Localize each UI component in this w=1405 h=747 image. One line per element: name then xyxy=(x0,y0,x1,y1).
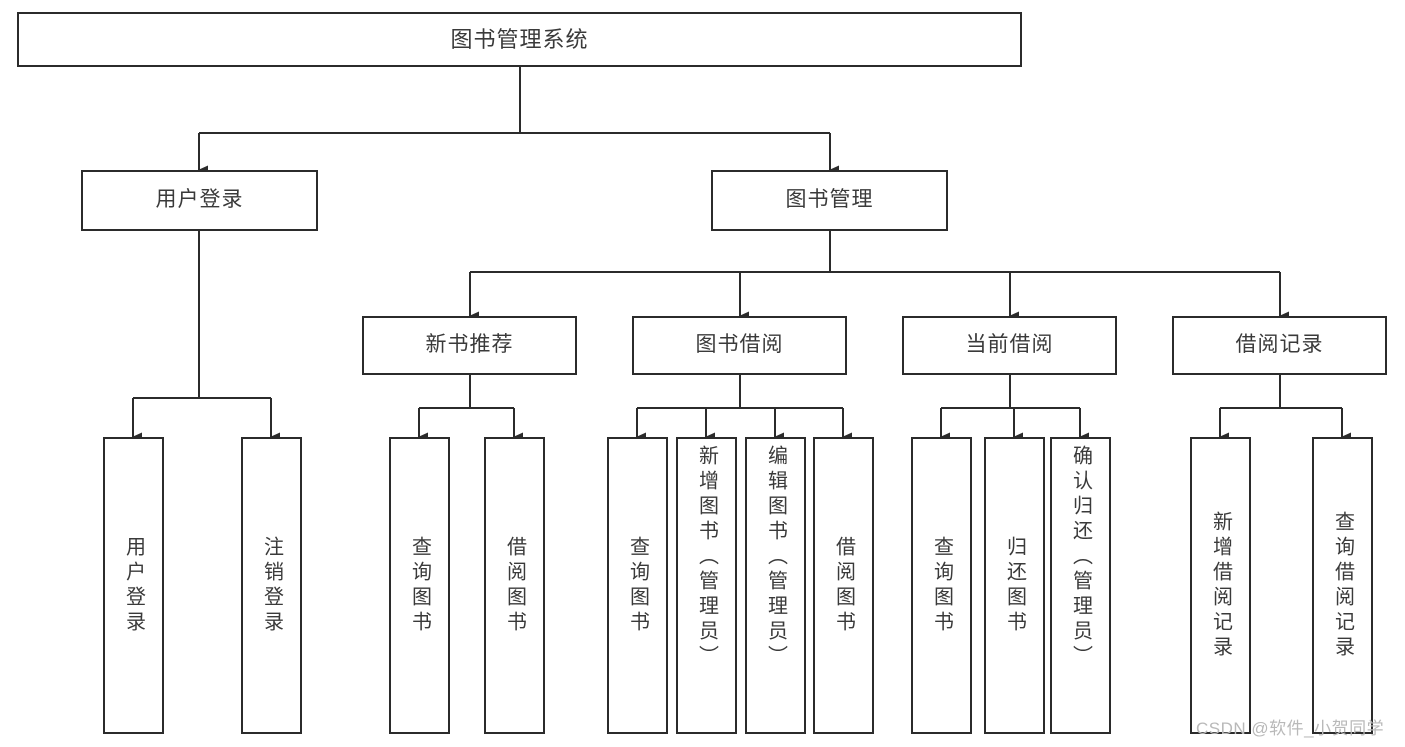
node-leaf-logout-login[interactable]: 注销登录 xyxy=(241,437,302,734)
node-label-leaf-borrow-book-recommend: 借阅图书 xyxy=(503,535,526,636)
node-leaf-borrow-book-recommend[interactable]: 借阅图书 xyxy=(484,437,545,734)
node-label-borrow-records: 借阅记录 xyxy=(1235,333,1324,357)
node-user-login[interactable]: 用户登录 xyxy=(81,170,318,231)
connector-userlogin-to-leaves xyxy=(131,231,280,442)
node-leaf-return-book[interactable]: 归还图书 xyxy=(984,437,1045,734)
node-leaf-query-book[interactable]: 查询图书 xyxy=(607,437,668,734)
node-label-leaf-query-borrow-record: 查询借阅记录 xyxy=(1331,510,1354,661)
node-label-leaf-query-book-current: 查询图书 xyxy=(930,535,953,636)
connector-recommend-to-leaves xyxy=(417,375,523,442)
node-label-leaf-edit-book-admin: 编辑图书（管理员） xyxy=(764,445,787,670)
node-label-book-management: 图书管理 xyxy=(785,188,874,212)
node-label-leaf-borrow-book: 借阅图书 xyxy=(832,535,855,636)
node-book-borrow[interactable]: 图书借阅 xyxy=(632,316,847,375)
node-label-book-borrow: 图书借阅 xyxy=(695,333,784,357)
node-label-leaf-add-book-admin: 新增图书（管理员） xyxy=(695,445,718,670)
node-label-user-login: 用户登录 xyxy=(155,188,244,212)
node-leaf-query-book-current[interactable]: 查询图书 xyxy=(911,437,972,734)
node-leaf-user-login[interactable]: 用户登录 xyxy=(103,437,164,734)
node-label-leaf-logout-login: 注销登录 xyxy=(260,535,283,636)
node-label-current-borrow: 当前借阅 xyxy=(965,333,1054,357)
connector-current-to-leaves xyxy=(939,375,1089,442)
node-root[interactable]: 图书管理系统 xyxy=(17,12,1022,67)
node-label-leaf-return-book: 归还图书 xyxy=(1003,535,1026,636)
node-label-new-book-recommend: 新书推荐 xyxy=(425,333,514,357)
node-new-book-recommend[interactable]: 新书推荐 xyxy=(362,316,577,375)
connector-lines xyxy=(131,67,1351,442)
node-book-management[interactable]: 图书管理 xyxy=(711,170,948,231)
node-label-leaf-add-borrow-record: 新增借阅记录 xyxy=(1209,510,1232,661)
node-label-leaf-confirm-return-admin: 确认归还（管理员） xyxy=(1069,445,1092,670)
csdn-watermark: CSDN @软件_小贺同学 xyxy=(1196,719,1385,738)
node-leaf-query-book-recommend[interactable]: 查询图书 xyxy=(389,437,450,734)
connector-records-to-leaves xyxy=(1218,375,1351,442)
connector-borrow-to-leaves xyxy=(635,375,852,442)
node-label-leaf-query-book-recommend: 查询图书 xyxy=(408,535,431,636)
node-leaf-edit-book-admin[interactable]: 编辑图书（管理员） xyxy=(745,437,806,734)
node-current-borrow[interactable]: 当前借阅 xyxy=(902,316,1117,375)
node-leaf-add-book-admin[interactable]: 新增图书（管理员） xyxy=(676,437,737,734)
connector-root-to-level2 xyxy=(197,67,839,175)
node-label-root: 图书管理系统 xyxy=(450,26,589,52)
node-borrow-records[interactable]: 借阅记录 xyxy=(1172,316,1387,375)
node-leaf-borrow-book[interactable]: 借阅图书 xyxy=(813,437,874,734)
node-leaf-confirm-return-admin[interactable]: 确认归还（管理员） xyxy=(1050,437,1111,734)
node-label-leaf-user-login: 用户登录 xyxy=(122,535,145,636)
connector-bookmgmt-to-level3 xyxy=(468,231,1289,321)
node-label-leaf-query-book: 查询图书 xyxy=(626,535,649,636)
node-leaf-query-borrow-record[interactable]: 查询借阅记录 xyxy=(1312,437,1373,734)
node-leaf-add-borrow-record[interactable]: 新增借阅记录 xyxy=(1190,437,1251,734)
